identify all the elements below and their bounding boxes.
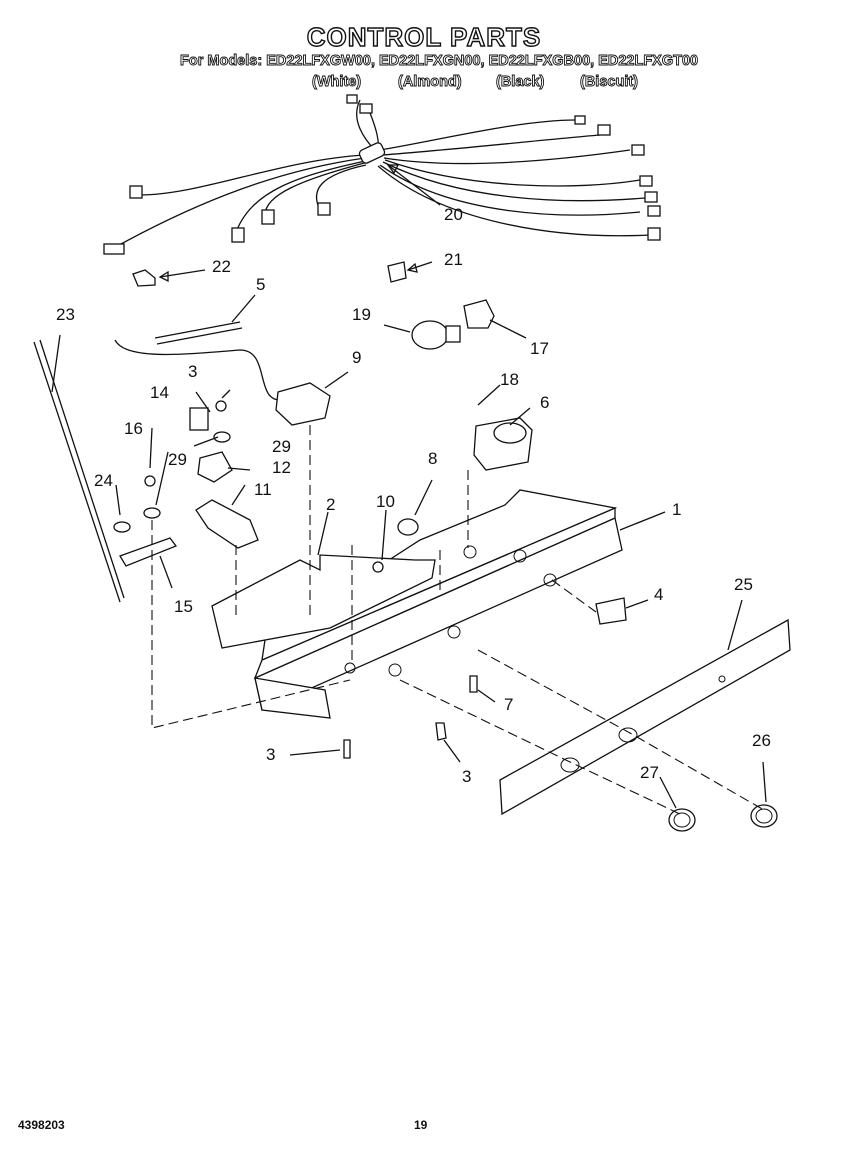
light-socket-17 xyxy=(463,299,495,329)
callout-27: 27 xyxy=(640,763,659,782)
clip-21 xyxy=(387,261,407,283)
document-number: 4398203 xyxy=(18,1118,65,1132)
screw-7 xyxy=(469,675,478,693)
callout-3-left: 3 xyxy=(266,745,275,764)
callout-29-right: 29 xyxy=(272,437,291,456)
screw-3-right xyxy=(435,722,447,741)
model-list: For Models: ED22LFXGW00, ED22LFXGN00, ED… xyxy=(180,53,699,70)
grommet-8 xyxy=(397,518,419,536)
wire-harness xyxy=(103,94,661,255)
callout-3-top: 3 xyxy=(188,362,197,381)
callout-16: 16 xyxy=(124,419,143,438)
callout-26: 26 xyxy=(752,731,771,750)
callout-7: 7 xyxy=(504,695,513,714)
washer-29-left xyxy=(143,507,161,519)
control-11 xyxy=(195,499,259,549)
callout-4: 4 xyxy=(654,585,663,604)
screw-10 xyxy=(372,561,384,573)
screw-3-left xyxy=(343,739,351,759)
callout-8: 8 xyxy=(428,449,437,468)
callout-11: 11 xyxy=(254,480,272,499)
control-panel-25 xyxy=(499,618,791,816)
callout-3-right: 3 xyxy=(462,767,471,786)
callout-25: 25 xyxy=(734,575,753,594)
callout-6: 6 xyxy=(540,393,549,412)
variant-white: (White) xyxy=(312,74,362,91)
callout-21: 21 xyxy=(444,250,463,269)
light-bulb-19 xyxy=(411,320,449,350)
callout-5: 5 xyxy=(256,275,265,294)
lever-15 xyxy=(119,537,178,567)
switch-4 xyxy=(595,597,627,625)
callout-17: 17 xyxy=(530,339,549,358)
leader-lines xyxy=(51,164,767,809)
callout-29-left: 29 xyxy=(168,450,187,469)
thermostat-9 xyxy=(275,382,331,426)
clamp-12 xyxy=(197,451,233,483)
callout-2: 2 xyxy=(326,495,335,514)
washer-24 xyxy=(113,521,131,533)
page-number: 19 xyxy=(414,1118,428,1132)
washer-29-top xyxy=(213,431,231,443)
variant-black: (Black) xyxy=(496,74,545,91)
callout-9: 9 xyxy=(352,348,361,367)
callout-24: 24 xyxy=(94,471,113,490)
callout-10: 10 xyxy=(376,492,395,511)
knob-26 xyxy=(750,804,778,828)
screw-3-top xyxy=(215,400,227,412)
callout-18: 18 xyxy=(500,370,519,389)
variant-almond: (Almond) xyxy=(398,74,463,91)
screw-16 xyxy=(144,475,156,487)
clip-22 xyxy=(132,269,156,287)
callout-14: 14 xyxy=(150,383,169,402)
tube-5 xyxy=(154,321,241,339)
rod-23 xyxy=(33,341,121,603)
page-title: CONTROL PARTS xyxy=(306,21,542,52)
bracket-14 xyxy=(189,407,209,431)
callout-12: 12 xyxy=(272,458,291,477)
callout-20: 20 xyxy=(444,205,463,224)
variant-biscuit: (Biscuit) xyxy=(580,74,639,91)
knob-27 xyxy=(668,808,696,832)
callout-1: 1 xyxy=(672,500,681,519)
callout-22: 22 xyxy=(212,257,231,276)
callout-23: 23 xyxy=(56,305,75,324)
callout-15: 15 xyxy=(174,597,193,616)
callout-19: 19 xyxy=(352,305,371,324)
